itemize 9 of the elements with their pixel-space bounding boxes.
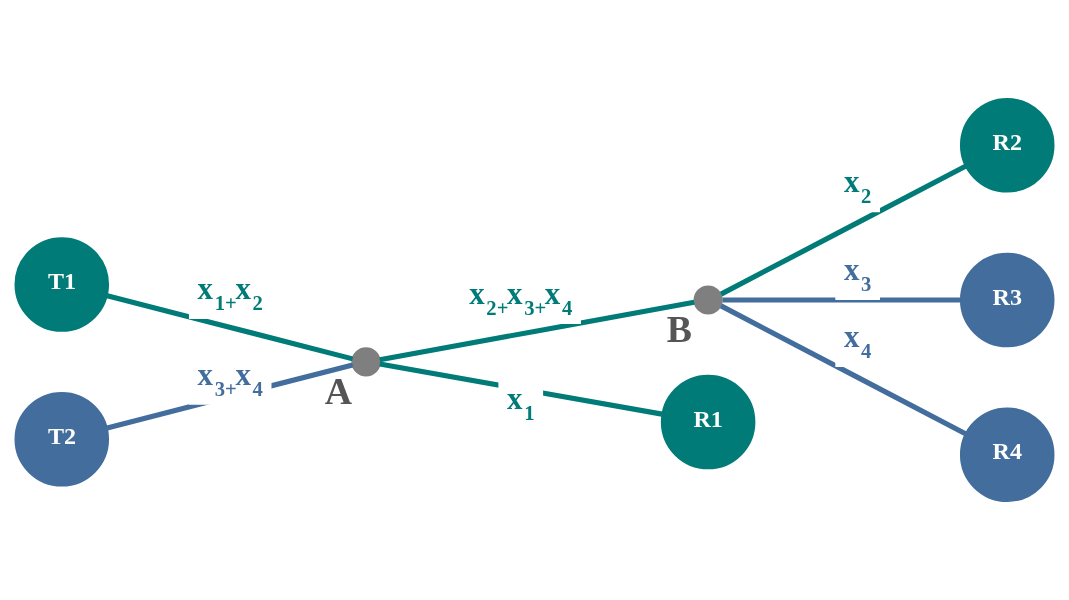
edge-label: x$_{3}$ [843,252,872,296]
edge-label: x$_{4}$ [843,319,872,363]
edge-label: x$_{3+}$x$_{4}$ [197,356,263,400]
node-label: A [324,370,353,413]
edge-label: x$_{1}$ [507,380,535,424]
edge-label: x$_{2+}$x$_{3+}$x$_{4}$ [469,276,573,320]
edge-label: x$_{1+}$x$_{2}$ [197,270,263,314]
edge-label: x$_{2}$ [843,164,872,208]
node-label: B [666,308,693,351]
